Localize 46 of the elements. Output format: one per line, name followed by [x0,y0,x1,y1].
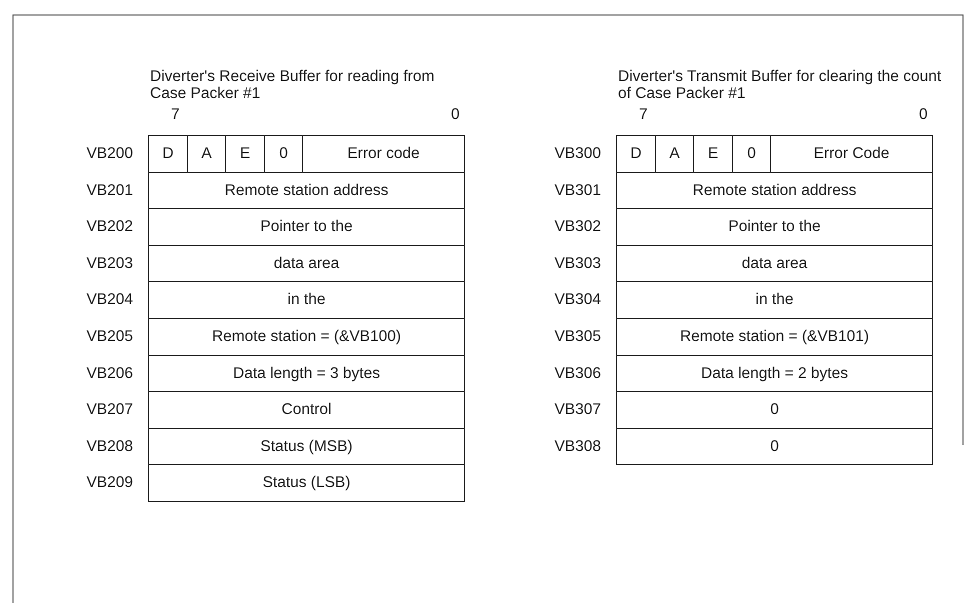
register-address: VB305 [553,328,601,346]
table-cell: in the [616,281,933,319]
table-cell: D [616,135,656,173]
register-address: VB301 [553,182,601,200]
register-address: VB204 [85,291,133,309]
bit-number: 7 [171,106,180,124]
register-address: VB306 [553,364,601,382]
table-cell: in the [148,281,465,319]
register-address: VB300 [553,145,601,163]
bit-number: 0 [919,106,928,124]
register-address: VB201 [85,182,133,200]
register-address: VB208 [85,438,133,456]
register-address: VB205 [85,328,133,346]
table-cell: Remote station address [616,172,933,209]
table-cell: Error code [302,135,465,173]
table-cell: Data length = 2 bytes [616,355,933,392]
register-address: VB200 [85,145,133,163]
register-address: VB302 [553,218,601,236]
table-cell: Status (LSB) [148,464,465,502]
table-cell: Pointer to the [616,208,933,246]
table-cell: Pointer to the [148,208,465,246]
bit-number: 7 [639,106,648,124]
table-cell: 0 [616,428,933,465]
register-address: VB304 [553,291,601,309]
register-address: VB207 [85,401,133,419]
table-cell: data area [148,245,465,282]
table-heading: Diverter's Receive Buffer for reading from Case Packer #1 [150,68,436,102]
register-address: VB202 [85,218,133,236]
register-address: VB307 [553,401,601,419]
table-cell: Error Code [770,135,933,173]
table-cell: Status (MSB) [148,428,465,465]
table-cell: Data length = 3 bytes [148,355,465,392]
register-address: VB303 [553,254,601,272]
register-address: VB203 [85,254,133,272]
table-cell: Remote station = (&VB101) [616,318,933,356]
table-heading: Diverter's Transmit Buffer for clearing the count of Case Packer #1 [618,68,942,102]
table-cell: data area [616,245,933,282]
register-address: VB209 [85,474,133,492]
bit-number: 0 [451,106,460,124]
register-address: VB206 [85,364,133,382]
register-address: VB308 [553,438,601,456]
table-cell: Remote station address [148,172,465,209]
table-cell: Control [148,391,465,429]
table-cell: 0 [616,391,933,429]
table-cell: Remote station = (&VB100) [148,318,465,356]
table-cell: D [148,135,188,173]
